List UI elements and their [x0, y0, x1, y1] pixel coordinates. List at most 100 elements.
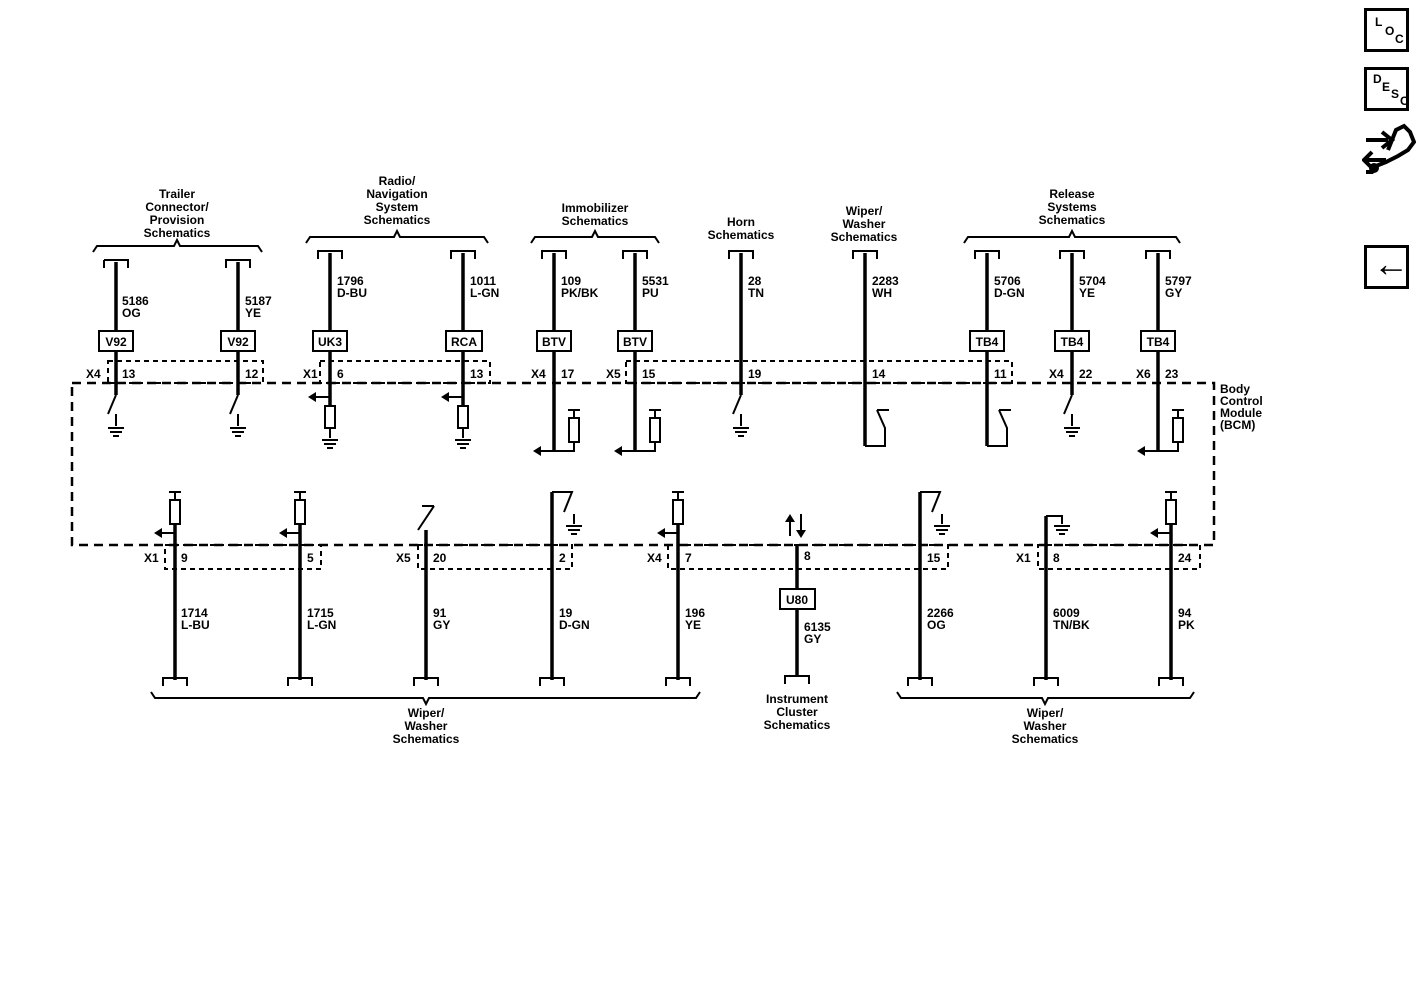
- svg-text:X1: X1: [144, 551, 159, 565]
- svg-text:5704: 5704: [1079, 274, 1106, 288]
- svg-text:V92: V92: [227, 335, 249, 349]
- svg-text:1715: 1715: [307, 606, 334, 620]
- svg-text:12: 12: [245, 367, 259, 381]
- svg-text:Wiper/: Wiper/: [1027, 706, 1064, 720]
- svg-text:X4: X4: [647, 551, 662, 565]
- connector-x1-bottom-a: [164, 544, 322, 570]
- svg-text:PK: PK: [1178, 618, 1195, 632]
- connector-x4-top-a: [107, 360, 264, 384]
- svg-text:13: 13: [122, 367, 136, 381]
- connector-view-button[interactable]: [1361, 120, 1417, 176]
- top-wire-28: 28 TN 19: [728, 250, 764, 437]
- svg-text:1714: 1714: [181, 606, 208, 620]
- top-wire-5531: 5531 PU BTV X5 15: [606, 250, 669, 456]
- top-wire-1796: 1796 D-BU UK3 X1 6: [303, 250, 367, 449]
- connector-hand-icon: [1361, 123, 1417, 174]
- svg-text:Instrument: Instrument: [766, 692, 828, 706]
- svg-text:19: 19: [559, 606, 573, 620]
- loc-letter-c: C: [1395, 32, 1404, 46]
- svg-text:Release: Release: [1049, 187, 1095, 201]
- back-button[interactable]: ←: [1364, 243, 1409, 289]
- location-view-button[interactable]: L O C: [1364, 8, 1409, 52]
- svg-text:RCA: RCA: [451, 335, 477, 349]
- desc-letter-s: S: [1391, 87, 1400, 101]
- svg-text:5797: 5797: [1165, 274, 1192, 288]
- svg-text:Schematics: Schematics: [364, 213, 431, 227]
- svg-text:V92: V92: [105, 335, 127, 349]
- svg-text:109: 109: [561, 274, 581, 288]
- svg-text:YE: YE: [685, 618, 701, 632]
- svg-text:15: 15: [642, 367, 656, 381]
- svg-text:Wiper/: Wiper/: [408, 706, 445, 720]
- svg-text:Immobilizer: Immobilizer: [562, 201, 629, 215]
- connector-x5-top: [625, 360, 1013, 384]
- bottom-wire-19: 2 19 D-GN: [539, 491, 590, 686]
- svg-text:Schematics: Schematics: [831, 230, 898, 244]
- svg-text:Washer: Washer: [1024, 719, 1067, 733]
- svg-text:Washer: Washer: [843, 217, 886, 231]
- svg-text:TN: TN: [748, 286, 764, 300]
- svg-text:5187: 5187: [245, 294, 272, 308]
- svg-text:X4: X4: [86, 367, 101, 381]
- svg-text:D-BU: D-BU: [337, 286, 367, 300]
- svg-text:5: 5: [307, 551, 314, 565]
- svg-text:Provision: Provision: [150, 213, 205, 227]
- svg-text:24: 24: [1178, 551, 1192, 565]
- svg-text:Schematics: Schematics: [708, 228, 775, 242]
- connector-x5-bottom: [417, 544, 573, 570]
- svg-text:L-GN: L-GN: [307, 618, 336, 632]
- svg-text:6: 6: [337, 367, 344, 381]
- connector-x1-bottom-b: [1037, 544, 1201, 570]
- bottom-group-instrument: Instrument Cluster Schematics: [764, 675, 831, 732]
- bottom-wire-2266: 15 2266 OG: [907, 491, 954, 686]
- svg-text:8: 8: [804, 549, 811, 563]
- bottom-group-wiper-left: Wiper/ Washer Schematics: [150, 691, 701, 746]
- svg-text:8: 8: [1053, 551, 1060, 565]
- svg-text:X4: X4: [531, 367, 546, 381]
- top-wire-109: 109 PK/BK BTV X4 17: [531, 250, 599, 456]
- svg-text:PU: PU: [642, 286, 659, 300]
- top-wire-5186: 5186 OG V92 X4 13: [86, 259, 149, 437]
- svg-text:Control: Control: [1220, 394, 1263, 408]
- svg-text:Schematics: Schematics: [393, 732, 460, 746]
- svg-text:196: 196: [685, 606, 705, 620]
- bottom-wire-196: X4 7 196 YE: [647, 491, 705, 686]
- svg-text:Systems: Systems: [1047, 200, 1097, 214]
- svg-text:TB4: TB4: [976, 335, 999, 349]
- desc-letter-c: C: [1400, 94, 1409, 108]
- svg-text:20: 20: [433, 551, 447, 565]
- top-group-immobilizer: Immobilizer Schematics: [530, 201, 660, 244]
- bottom-wire-6009: X1 8 6009 TN/BK: [1016, 515, 1090, 686]
- svg-text:YE: YE: [245, 306, 261, 320]
- connector-x4-bottom: [667, 544, 949, 570]
- svg-text:9: 9: [181, 551, 188, 565]
- top-group-radio: Radio/ Navigation System Schematics: [305, 174, 489, 244]
- svg-text:TB4: TB4: [1061, 335, 1084, 349]
- svg-text:Horn: Horn: [727, 215, 755, 229]
- svg-text:X1: X1: [303, 367, 318, 381]
- bcm-module-outline: [70, 381, 1216, 547]
- loc-letter-o: O: [1385, 24, 1395, 38]
- svg-text:GY: GY: [804, 632, 821, 646]
- svg-text:Body: Body: [1220, 382, 1250, 396]
- svg-text:Wiper/: Wiper/: [846, 204, 883, 218]
- svg-text:System: System: [376, 200, 419, 214]
- svg-text:13: 13: [470, 367, 484, 381]
- svg-text:WH: WH: [872, 286, 892, 300]
- bottom-wire-1714: X1 9 1714 L-BU: [144, 491, 210, 686]
- svg-text:BTV: BTV: [542, 335, 566, 349]
- svg-text:OG: OG: [122, 306, 141, 320]
- svg-text:D-GN: D-GN: [994, 286, 1025, 300]
- svg-text:14: 14: [872, 367, 886, 381]
- svg-text:X5: X5: [396, 551, 411, 565]
- svg-text:2266: 2266: [927, 606, 954, 620]
- svg-text:X1: X1: [1016, 551, 1031, 565]
- arrow-left-icon: ←: [1373, 243, 1409, 284]
- top-group-trailer: Trailer Connector/ Provision Schematics: [92, 187, 263, 253]
- svg-text:OG: OG: [927, 618, 946, 632]
- bottom-group-wiper-right: Wiper/ Washer Schematics: [896, 691, 1195, 746]
- description-view-button[interactable]: D E S C: [1364, 67, 1409, 111]
- svg-text:94: 94: [1178, 606, 1192, 620]
- desc-letter-d: D: [1373, 72, 1382, 86]
